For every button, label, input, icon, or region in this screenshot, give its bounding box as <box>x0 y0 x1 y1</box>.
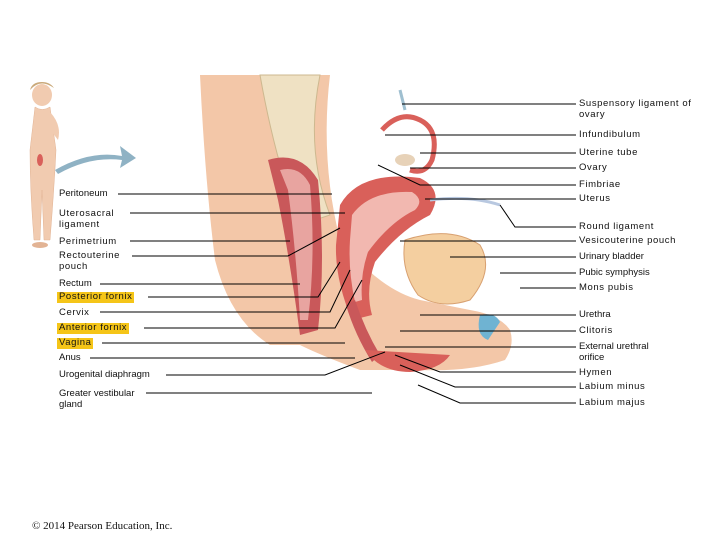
pelvic-section <box>200 74 512 372</box>
label-urethra: Urethra <box>579 309 611 320</box>
label-rectouterine-pouch: Rectouterine pouch <box>59 250 121 272</box>
body-figure <box>29 82 59 248</box>
label-greater-vestibular-gland: Greater vestibular gland <box>59 388 135 410</box>
label-anterior-fornix: Anterior fornix <box>57 322 130 334</box>
label-labium-majus: Labium majus <box>579 397 646 408</box>
label-suspensory-ligament: Suspensory ligament of ovary <box>579 98 692 120</box>
label-vesicouterine-pouch: Vesicouterine pouch <box>579 235 676 246</box>
label-clitoris: Clitoris <box>579 325 613 336</box>
label-urinary-bladder: Urinary bladder <box>579 251 644 262</box>
label-rectum: Rectum <box>59 278 92 289</box>
label-round-ligament: Round ligament <box>579 221 654 232</box>
label-labium-minus: Labium minus <box>579 381 646 392</box>
label-uterus: Uterus <box>579 193 611 204</box>
label-mons-pubis: Mons pubis <box>579 282 634 293</box>
copyright-notice: © 2014 Pearson Education, Inc. <box>32 520 173 532</box>
label-perimetrium: Perimetrium <box>59 236 117 247</box>
label-infundibulum: Infundibulum <box>579 129 641 140</box>
leader-lines <box>90 103 576 404</box>
label-hymen: Hymen <box>579 367 613 378</box>
label-urogenital-diaphragm: Urogenital diaphragm <box>59 369 150 380</box>
label-fimbriae: Fimbriae <box>579 179 621 190</box>
label-pubic-symphysis: Pubic symphysis <box>579 267 650 278</box>
label-ovary: Ovary <box>579 162 608 173</box>
label-vagina: Vagina <box>57 337 94 349</box>
label-anus: Anus <box>59 352 81 363</box>
pointer-arrow <box>55 146 136 174</box>
label-peritoneum: Peritoneum <box>59 188 108 199</box>
label-uterosacral-ligament: Uterosacral ligament <box>59 208 115 230</box>
label-uterine-tube: Uterine tube <box>579 147 638 158</box>
label-external-urethral-orifice: External urethral orifice <box>579 341 649 363</box>
label-cervix: Cervix <box>59 307 90 318</box>
label-posterior-fornix: Posterior fornix <box>57 291 135 303</box>
